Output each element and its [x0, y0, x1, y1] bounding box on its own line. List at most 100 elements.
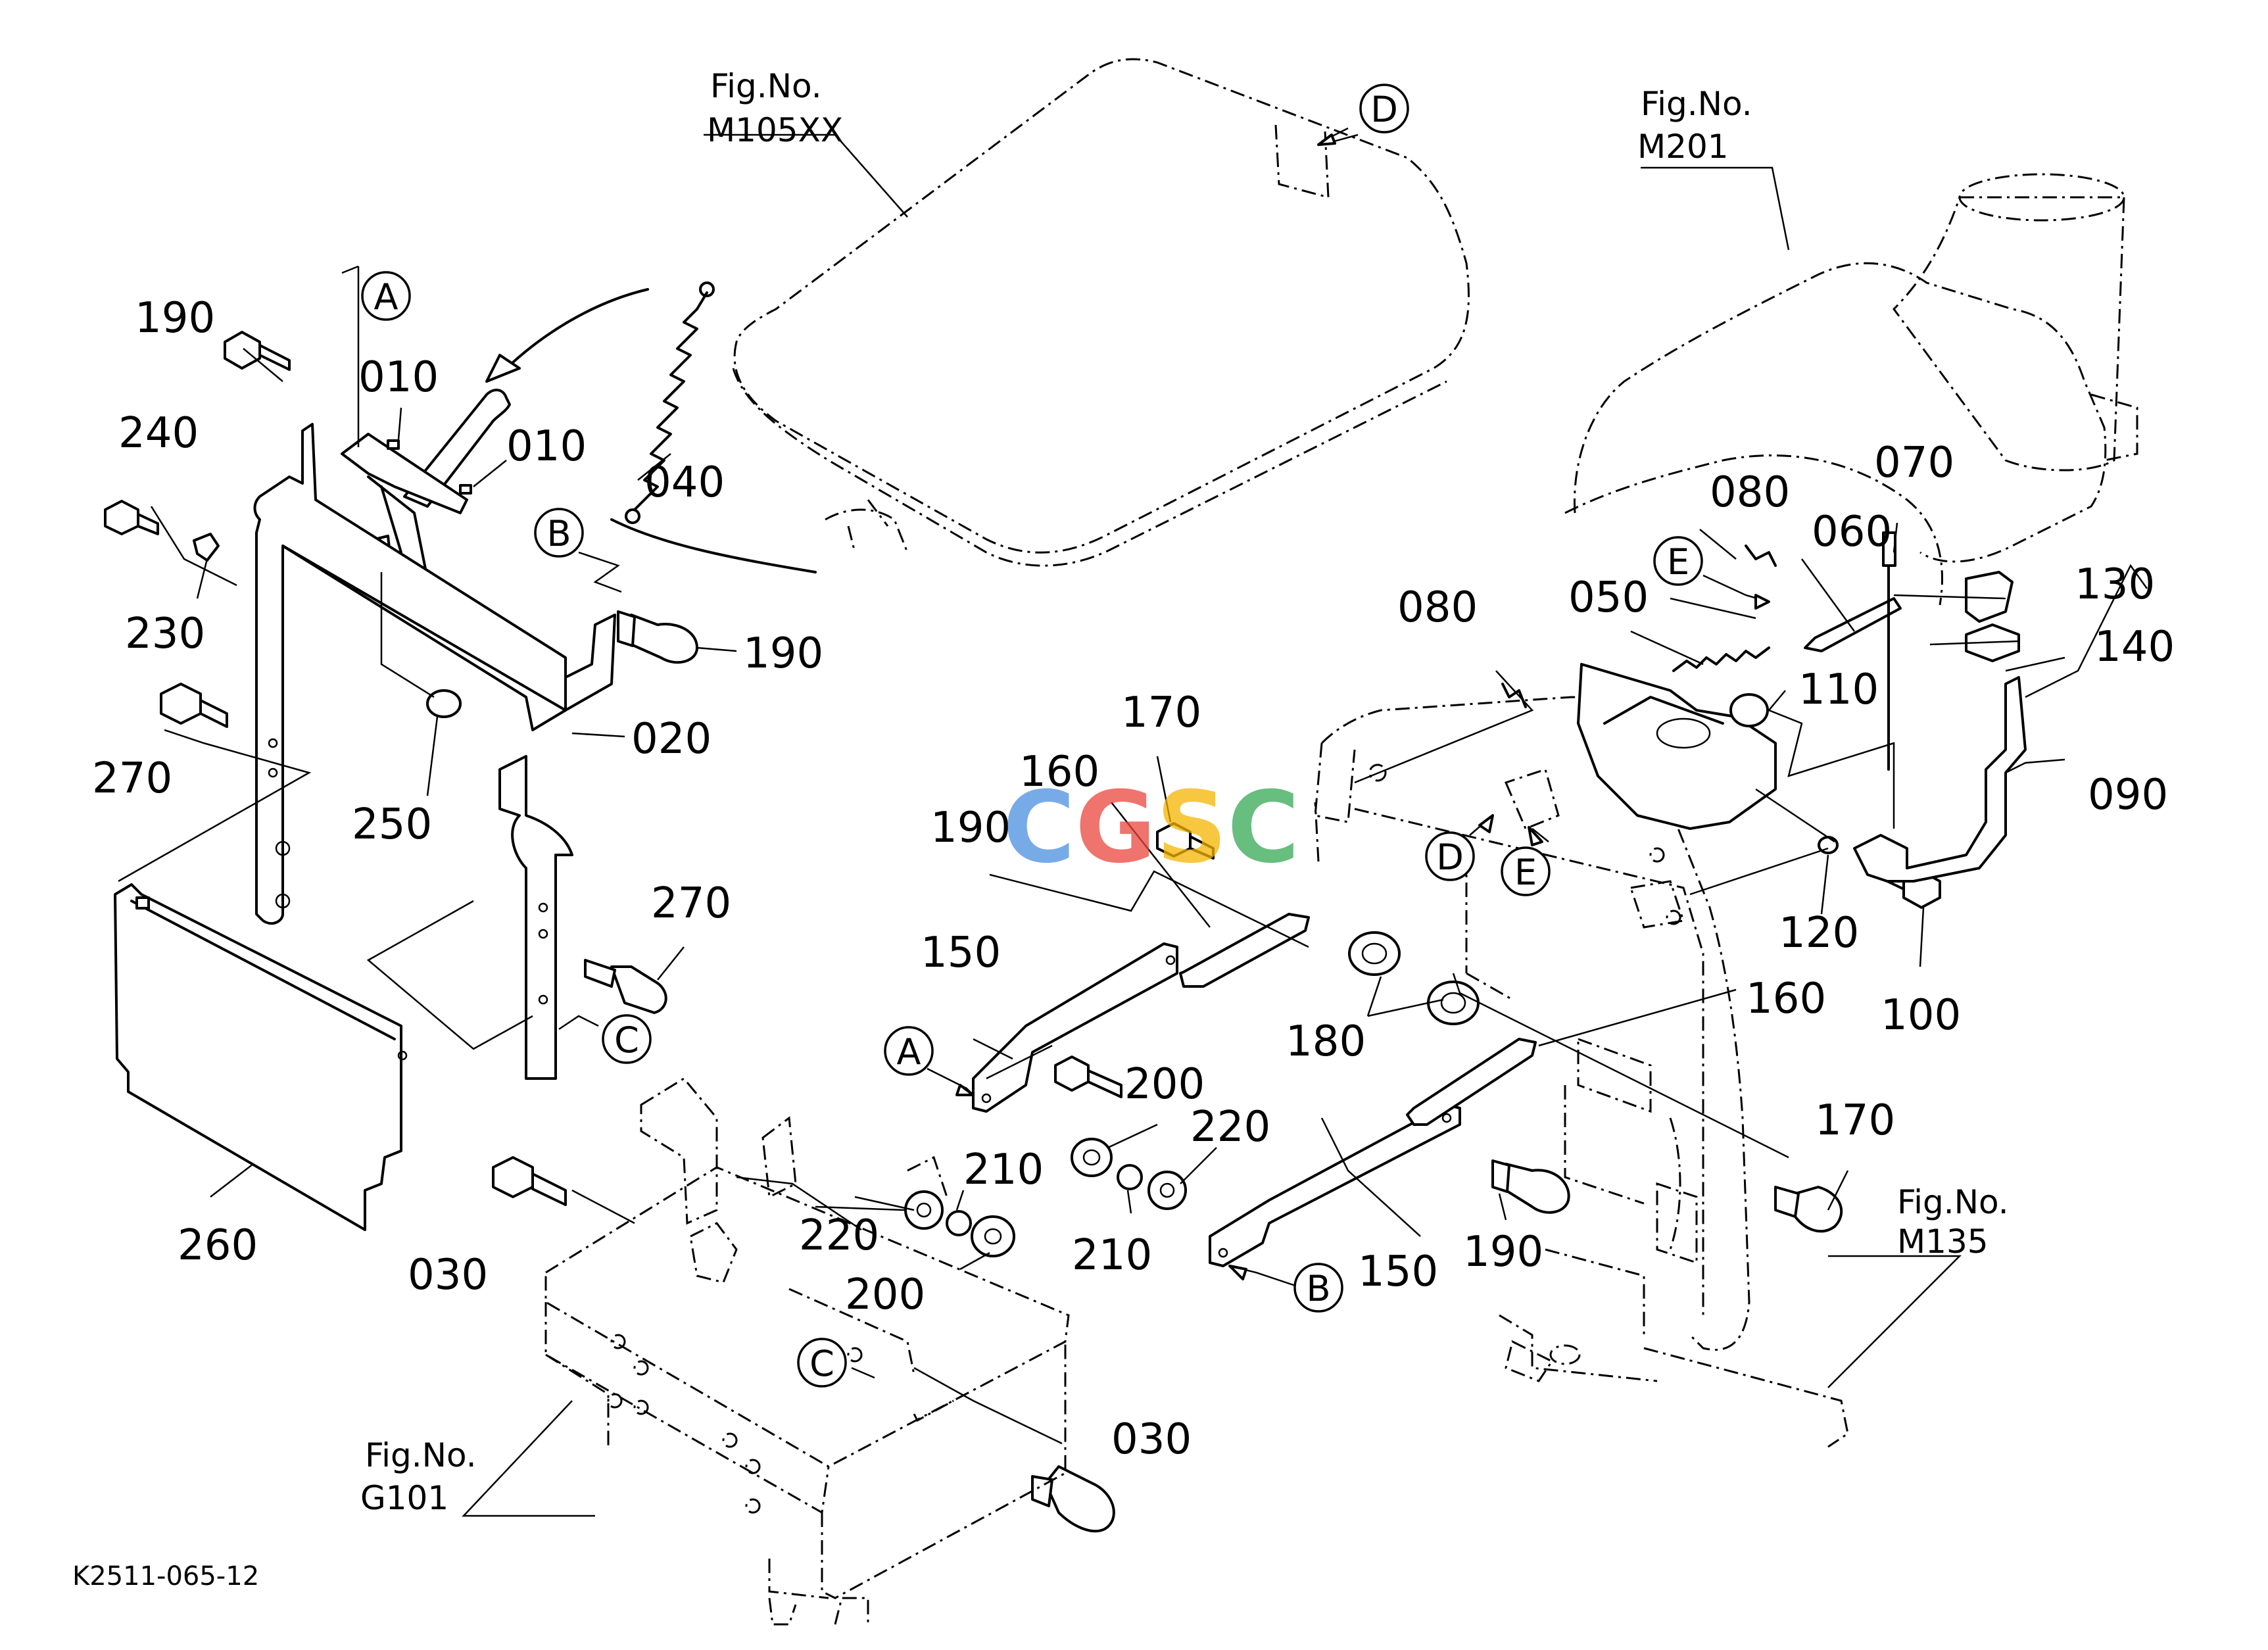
- part-label-160: 160: [1019, 748, 1099, 796]
- bracket-020: [253, 423, 616, 1080]
- washer-210-a: [1117, 1164, 1143, 1190]
- callout-letter: C: [809, 1343, 834, 1384]
- bolt-270-left: [160, 683, 228, 728]
- bolt-170-right: [1774, 1186, 1843, 1233]
- part-label-050: 050: [1568, 573, 1649, 622]
- washer-220-b: [904, 1190, 944, 1230]
- fig-ref-line2: M105XX: [707, 111, 843, 149]
- spring-040: [485, 281, 817, 573]
- part-label-080: 080: [1710, 468, 1790, 517]
- part-label-060: 060: [1812, 508, 1892, 556]
- document-id: K2511-065-12: [72, 1561, 259, 1591]
- part-label-270: 270: [92, 754, 172, 803]
- fig-ref-line1: Fig.No.: [1897, 1183, 2009, 1221]
- callout-a-center: A: [884, 1026, 975, 1096]
- part-label-180: 180: [1286, 1017, 1366, 1066]
- part-label-230: 230: [125, 610, 205, 658]
- rod-160-lower: [1406, 1038, 1537, 1126]
- fig-ref-m135: Fig.No. M135: [1897, 1183, 2009, 1261]
- part-label-220: 220: [1190, 1103, 1270, 1152]
- fender-outline: [1564, 173, 2138, 606]
- part-label-240: 240: [118, 409, 199, 458]
- rod-150-upper: [972, 942, 1178, 1113]
- lever-090: [1853, 676, 2027, 883]
- part-label-030: 030: [408, 1251, 488, 1299]
- callout-d-frame: D: [1425, 814, 1494, 881]
- part-label-150: 150: [921, 929, 1001, 977]
- part-label-210: 210: [963, 1146, 1044, 1194]
- part-label-070: 070: [1874, 439, 1954, 487]
- bolt-030-left: [492, 1156, 567, 1206]
- callout-c-left: C: [558, 1014, 652, 1064]
- watermark-letter: C: [1003, 771, 1075, 885]
- bushings-washers: [904, 931, 1480, 1257]
- part-label-250: 250: [352, 800, 432, 849]
- part-label-040: 040: [644, 458, 725, 507]
- collar-250: [426, 689, 462, 718]
- callout-letter: D: [1436, 837, 1464, 878]
- fig-ref-g101: Fig.No. G101: [360, 1436, 477, 1517]
- fig-ref-m105xx: Fig.No. M105XX: [707, 67, 843, 149]
- callout-letter: C: [614, 1019, 639, 1061]
- bushing-180-a: [1348, 931, 1401, 976]
- callout-letter: B: [546, 513, 571, 554]
- bolt-190-b: [617, 610, 698, 664]
- bolt-240: [104, 500, 159, 535]
- part-label-190: 190: [1463, 1228, 1543, 1276]
- lower-frame: [544, 1077, 1070, 1626]
- bushing-110: [1729, 693, 1769, 727]
- callout-letter: A: [374, 276, 398, 318]
- washer-200-b: [971, 1215, 1015, 1257]
- watermark-logo: CGSC: [1003, 771, 1299, 885]
- part-label-170: 170: [1121, 689, 1201, 737]
- bolt-190-center: [1054, 1056, 1122, 1098]
- seat-outline: [732, 58, 1470, 567]
- part-label-020: 020: [631, 715, 712, 764]
- part-label-130: 130: [2075, 560, 2155, 609]
- part-label-140: 140: [2094, 623, 2175, 671]
- callout-letter: E: [1667, 541, 1689, 583]
- watermark-letter: G: [1075, 771, 1156, 885]
- fig-ref-line1: Fig.No.: [710, 67, 822, 105]
- cover-plate-260: [114, 883, 408, 1231]
- part-label-080: 080: [1397, 583, 1478, 632]
- grip-130: [1965, 571, 2014, 623]
- part-label-010: 010: [358, 353, 439, 402]
- bolt-190-lower: [1491, 1159, 1570, 1214]
- callout-e-frame: E: [1501, 826, 1551, 896]
- part-label-170: 170: [1815, 1096, 1895, 1145]
- main-frame: [1314, 696, 1849, 1448]
- fig-ref-line2: M135: [1897, 1223, 1989, 1261]
- part-label-090: 090: [2088, 771, 2168, 819]
- part-label-100: 100: [1881, 991, 1961, 1040]
- clip-230: [193, 533, 220, 562]
- washer-210-b: [946, 1210, 972, 1236]
- rods: [972, 913, 1537, 1267]
- callout-d-top: D: [1317, 84, 1409, 146]
- callout-c-lower: C: [797, 1338, 875, 1388]
- part-label-150: 150: [1358, 1248, 1438, 1296]
- part-label-190: 190: [743, 629, 823, 678]
- svg-text:CGSC: CGSC: [1003, 771, 1299, 885]
- callout-bubbles: A B C D A B: [341, 84, 1770, 1388]
- spring-050: [1672, 646, 1770, 672]
- part-label-010: 010: [506, 422, 587, 471]
- bracket-center: [1577, 663, 1777, 830]
- figure-references: Fig.No. M105XX Fig.No. M201 Fig.No. M135…: [360, 67, 2009, 1517]
- bolts: [104, 331, 1941, 1533]
- rod-160-upper: [1179, 913, 1310, 988]
- part-label-210: 210: [1072, 1231, 1152, 1280]
- part-label-200: 200: [1124, 1060, 1205, 1109]
- part-label-260: 260: [178, 1221, 258, 1270]
- part-label-190: 190: [135, 294, 215, 343]
- callout-letter: E: [1514, 852, 1537, 893]
- fig-ref-line1: Fig.No.: [1641, 85, 1752, 123]
- fig-ref-m201: Fig.No. M201: [1637, 85, 1752, 166]
- callout-b-lower: B: [1228, 1263, 1343, 1313]
- callout-b-top: B: [534, 508, 622, 593]
- watermark-letter: C: [1227, 771, 1299, 885]
- part-label-190: 190: [930, 804, 1011, 852]
- callout-letter: D: [1370, 89, 1398, 130]
- bolt-190-top: [224, 331, 291, 371]
